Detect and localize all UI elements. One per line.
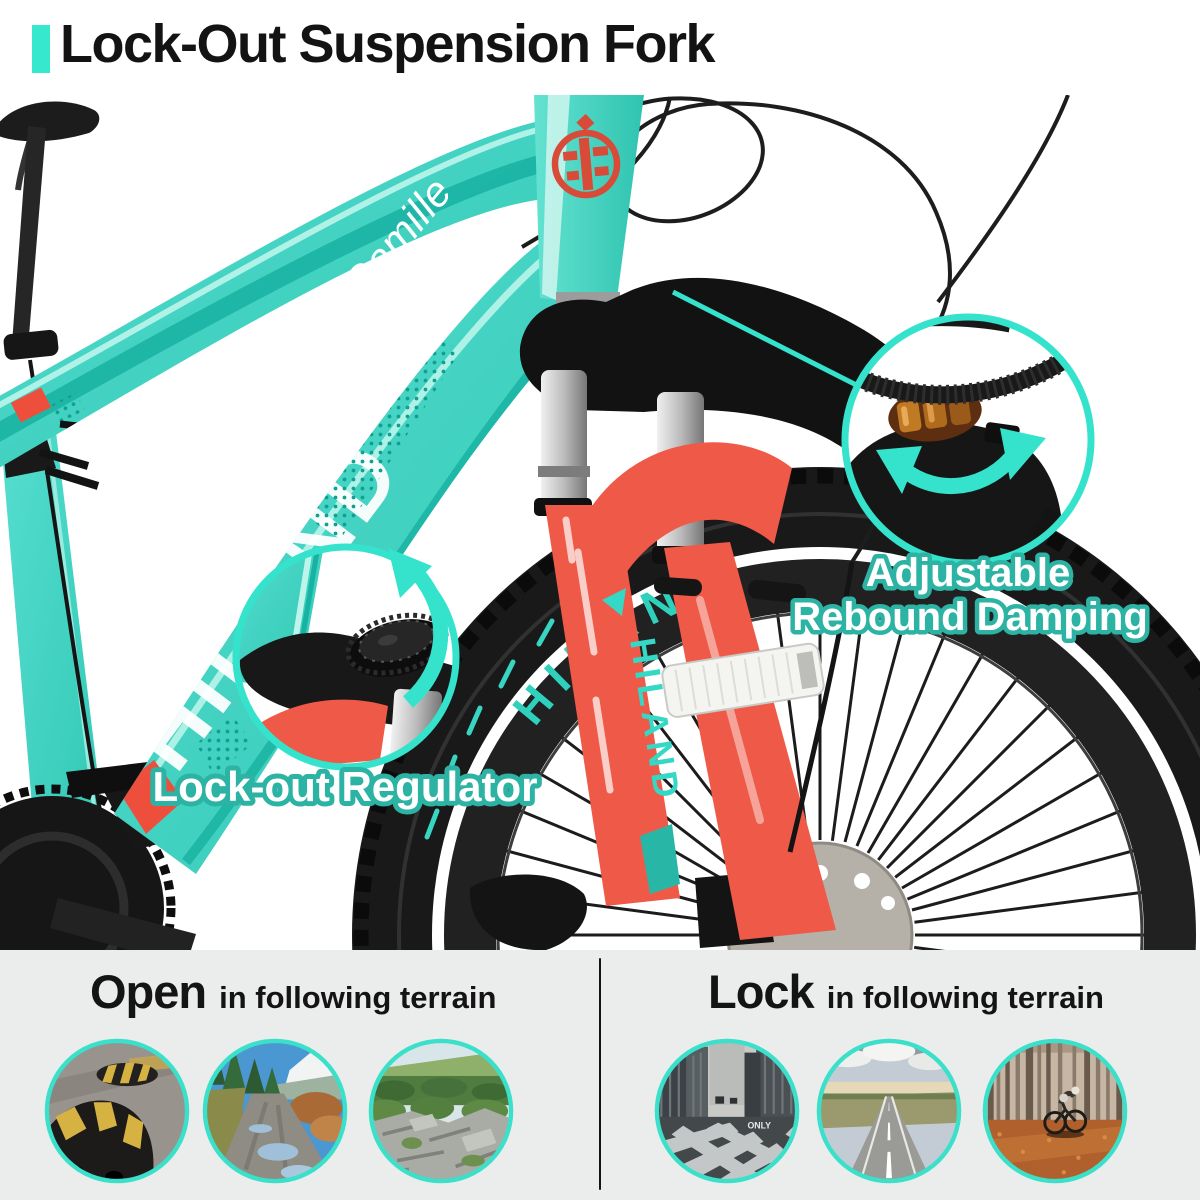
terrain-panel: Open in following terrain: [0, 950, 1200, 1200]
open-keyword: Open: [90, 965, 207, 1018]
terrain-divider: [599, 958, 601, 1190]
page-title: Lock-Out Suspension Fork: [60, 14, 716, 74]
svg-text:ONLY: ONLY: [747, 1121, 771, 1131]
thumb-autumn-forest-ride: [982, 1038, 1128, 1184]
rebound-label-line1: Adjustable: [866, 551, 1070, 595]
lockout-label: Lock-out Regulator: [153, 763, 538, 810]
open-suffix: in following terrain: [219, 980, 497, 1015]
thumb-speed-bump: [44, 1038, 190, 1184]
cyclist-icon: [1043, 1086, 1088, 1135]
terrain-lock-section: Lock in following terrain: [600, 950, 1200, 1200]
head-badge: [551, 113, 621, 199]
thumb-rocky-terrain: [368, 1038, 514, 1184]
saddle: [0, 101, 100, 360]
wheel-reflector: [661, 642, 825, 718]
thumb-forest-trail: [202, 1038, 348, 1184]
callout-rebound: [841, 313, 1095, 567]
thumb-paved-highway: [816, 1038, 962, 1184]
terrain-open-section: Open in following terrain: [0, 950, 600, 1200]
rebound-label-line2: Rebound Damping: [792, 595, 1148, 639]
kickstand: [469, 874, 587, 950]
crankset: [0, 784, 196, 950]
title-accent-bar: [32, 25, 50, 73]
lock-heading: Lock in following terrain: [708, 964, 1104, 1019]
callout-lockout: [232, 543, 460, 771]
lock-keyword: Lock: [708, 965, 815, 1018]
header: Lock-Out Suspension Fork: [0, 0, 1200, 95]
lock-suffix: in following terrain: [826, 980, 1104, 1015]
open-heading: Open in following terrain: [90, 964, 496, 1019]
thumb-city-street: ONLY: [654, 1038, 800, 1184]
callout-connector-line: [671, 289, 884, 401]
rotate-both-arrow-icon: [898, 446, 1023, 495]
lockout-dial: [345, 612, 449, 677]
